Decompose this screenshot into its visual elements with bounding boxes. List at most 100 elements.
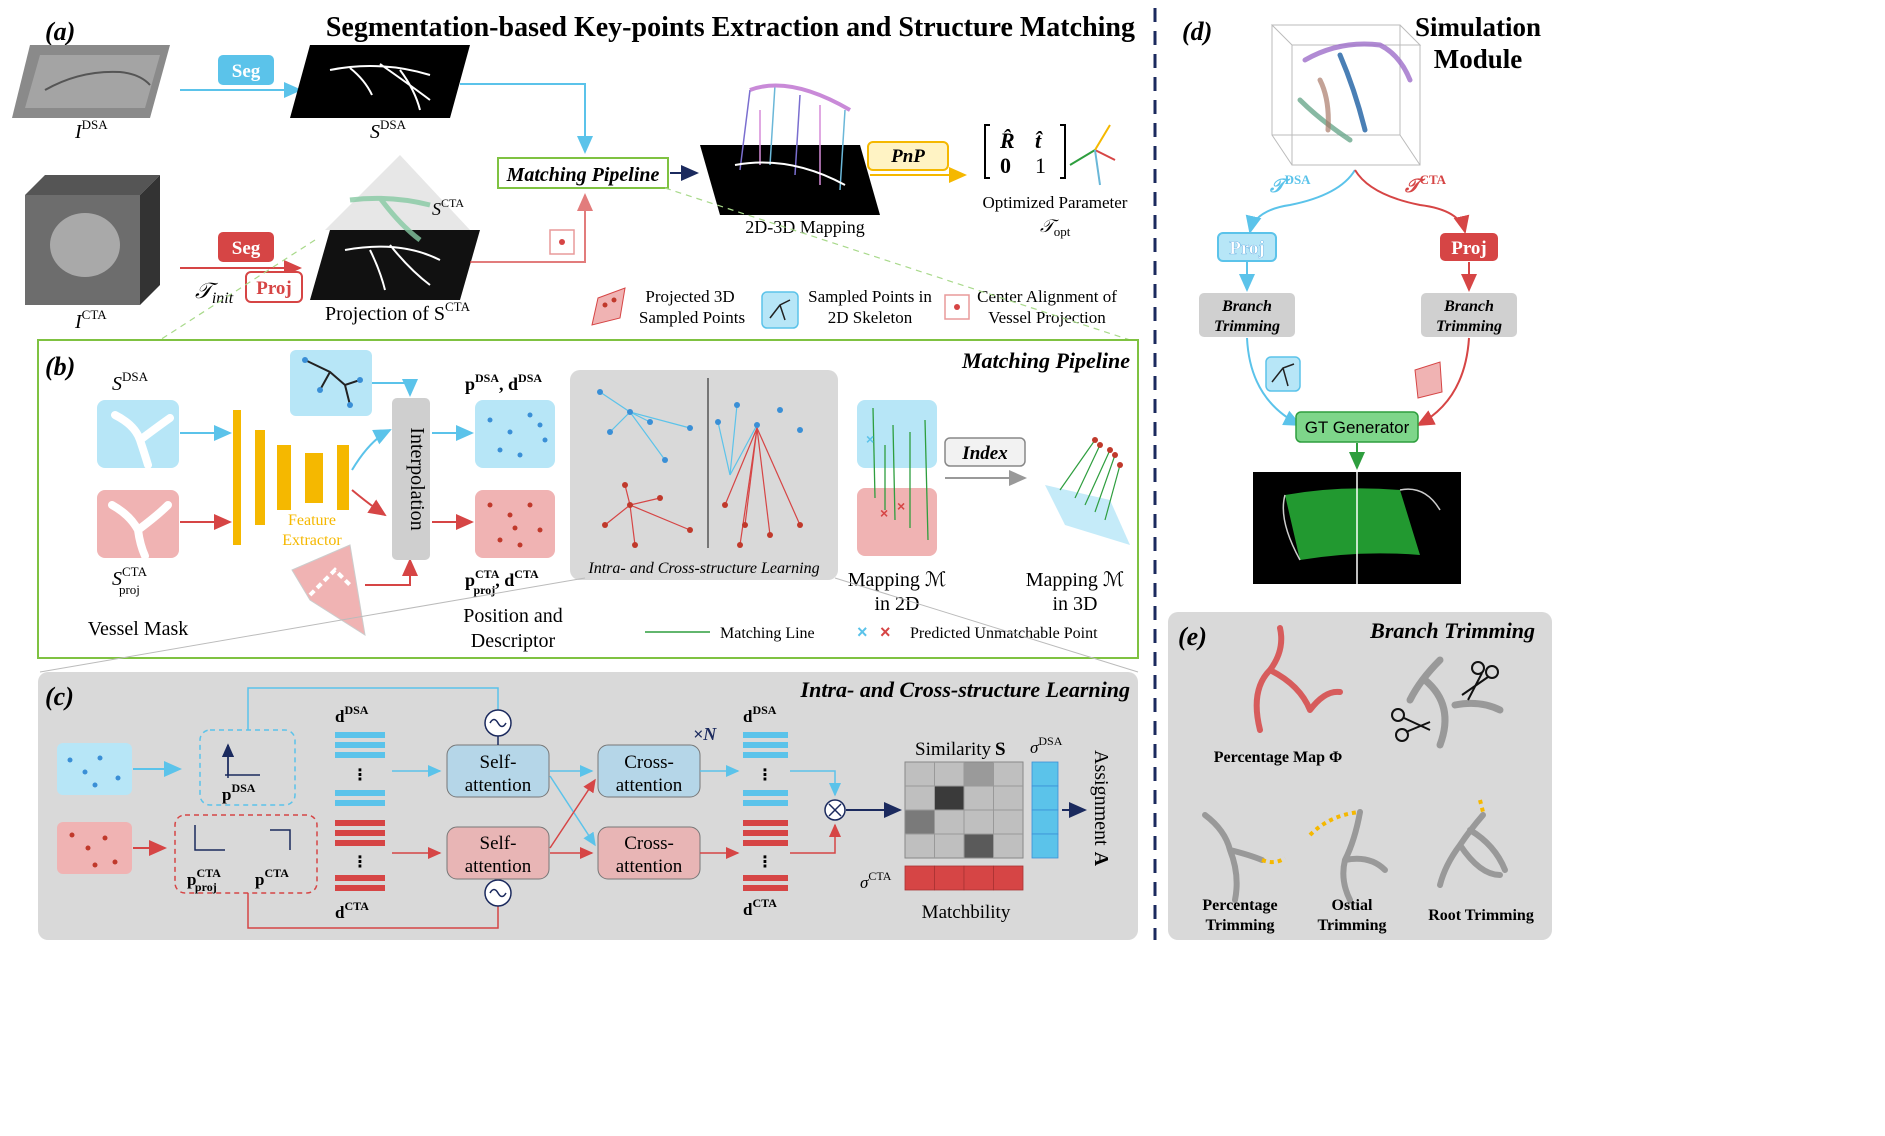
legend-center-dot: [954, 304, 960, 310]
sigma-dsa-column: [1031, 761, 1059, 859]
cross-attn-cta-l1: Cross-: [624, 833, 674, 854]
arrow-scta-to-matching: [470, 193, 593, 263]
panel-c-frame: [38, 672, 1138, 940]
matching-pipeline-box: [497, 157, 669, 189]
sine-icon-top: [489, 718, 507, 728]
c-out-d-dsa-ellipsis: ⋮: [757, 767, 773, 784]
s-cta-projection-plane: [310, 230, 480, 300]
s-dsa-label: SDSA: [370, 117, 407, 143]
arrow-fe-dsa: [351, 429, 392, 471]
pnp-box: [867, 141, 949, 171]
unmatchable-x-dsa: ×: [866, 431, 874, 447]
panel-b-title: Matching Pipeline: [961, 348, 1130, 373]
unmatchable-x-cta: ×: [880, 505, 888, 521]
pe-cta-label: pCTA: [255, 866, 289, 889]
pd-dsa-label: pDSA, dDSA: [465, 371, 542, 394]
i-cta-label: ICTA: [74, 307, 107, 333]
self-attn-cta-l2: attention: [465, 856, 532, 877]
branch-left-l1: Branch: [1221, 298, 1272, 315]
cta-cube-top: [25, 175, 160, 195]
arrow-cross-dsa-to-cta: [549, 775, 596, 847]
legend-center-l2: Vessel Projection: [988, 308, 1106, 327]
gt-generator-label: GT Generator: [1305, 418, 1410, 437]
proj-box: [245, 271, 303, 303]
opt-param-label: Optimized Parameter: [983, 193, 1128, 212]
proj-left-label: Proj: [1229, 238, 1265, 259]
panel-d-title-l1: Simulation: [1415, 12, 1541, 42]
mapping-2d3d-label: 2D-3D Mapping: [745, 217, 865, 237]
mult-icon-cross: [828, 803, 842, 817]
percentage-trim-l1: Percentage: [1202, 897, 1277, 914]
unmatchable-x-cta: ×: [897, 498, 905, 514]
c-out-d-dsa-label: dDSA: [743, 703, 777, 726]
mapping-2d-cta: [857, 488, 937, 556]
gt-matching-surface: [1285, 488, 1420, 560]
t-cta-label: 𝒯CTA: [1404, 172, 1447, 197]
arrow-t-cta: [1354, 169, 1470, 234]
pos-desc-l1: Position and: [463, 605, 562, 627]
mapping-2d-l1: Mapping ℳ: [848, 569, 947, 591]
pos-desc-l2: Descriptor: [471, 630, 556, 652]
c-out-d-cta-label: dCTA: [743, 896, 777, 919]
panel-c-title: Intra- and Cross-structure Learning: [800, 677, 1130, 702]
branch-right-box: [1421, 293, 1517, 337]
matchability-label: Matchbility: [922, 902, 1011, 923]
seg-top-box: [218, 55, 274, 85]
seg-bottom-box: [218, 232, 274, 262]
assignment-label: AssignmentA: [1090, 750, 1112, 867]
panel-e-label: (e): [1178, 622, 1207, 651]
seg-top-label: Seg: [232, 61, 261, 82]
mapping-3d-l2: in 3D: [1053, 593, 1098, 615]
t-init-label: 𝒯init: [195, 278, 234, 307]
mapping-3d-l1: Mapping ℳ: [1026, 569, 1125, 591]
legend-sampled-l1: Sampled Points in: [808, 287, 932, 306]
panel-d-label: (d): [1182, 17, 1212, 46]
coordinate-axes-icon: [1069, 124, 1116, 186]
arrow-cross-cta-to-dsa: [549, 778, 596, 849]
panel-c: (c) Intra- and Cross-structure Learning …: [38, 672, 1138, 940]
b-s-dsa-label: SDSA: [112, 369, 149, 395]
panel-a: (a) Segmentation-based Key-points Extrac…: [12, 12, 1135, 341]
mapping-3d-lines: [1059, 439, 1121, 521]
mapping-lines: [739, 84, 846, 191]
b-projected-cone: [291, 544, 366, 637]
c-d-cta-label: dCTA: [335, 899, 369, 922]
mapping-plane: [700, 145, 880, 215]
feature-extractor-l2: Extractor: [282, 532, 342, 549]
mapping-2d-dsa: [857, 400, 937, 468]
interpolation-box: [392, 398, 430, 560]
self-attn-cta-l1: Self-: [480, 833, 517, 854]
panel-e-title: Branch Trimming: [1369, 618, 1535, 643]
panel-a-label: (a): [45, 17, 75, 46]
cross-dsa-attn: [717, 404, 758, 476]
pe-cta-skip: [247, 893, 499, 929]
proj-label: Proj: [256, 278, 292, 299]
arrow-fe-cta: [351, 489, 387, 517]
pe-cta-axes: [270, 829, 291, 850]
c-out-d-cta-ellipsis: ⋮: [757, 854, 773, 871]
i-dsa-label: IDSA: [74, 117, 108, 143]
index-box: [944, 437, 1026, 467]
self-attn-dsa-l2: attention: [465, 775, 532, 796]
s-cta-label: SCTA: [432, 196, 464, 219]
cross-attn-cta-l2: attention: [616, 856, 683, 877]
panel-d: (d) Simulation Module 𝒯DSA 𝒯CTA Proj Pro…: [1182, 12, 1541, 584]
percentage-trim-vessel: [1202, 812, 1265, 903]
matrix-t: t̂: [1035, 128, 1044, 153]
ostial-trim-l1: Ostial: [1332, 897, 1373, 914]
matrix-r: R̂: [999, 128, 1015, 153]
s-cta-projected-skeleton: [344, 244, 441, 291]
percentage-trim-l2: Trimming: [1205, 917, 1274, 934]
intra-cta-attn: [604, 484, 691, 546]
legend-projected-dot: [611, 297, 617, 303]
dsa-image-texture: [25, 55, 160, 108]
legend-center-l1: Center Alignment of: [977, 287, 1117, 306]
ostial-trim-l2: Trimming: [1317, 917, 1386, 934]
intra-cross-label: Intra- and Cross-structure Learning: [587, 560, 819, 577]
percentage-map-label: Percentage Map Φ: [1214, 749, 1342, 766]
points-dsa-box: [475, 400, 555, 468]
